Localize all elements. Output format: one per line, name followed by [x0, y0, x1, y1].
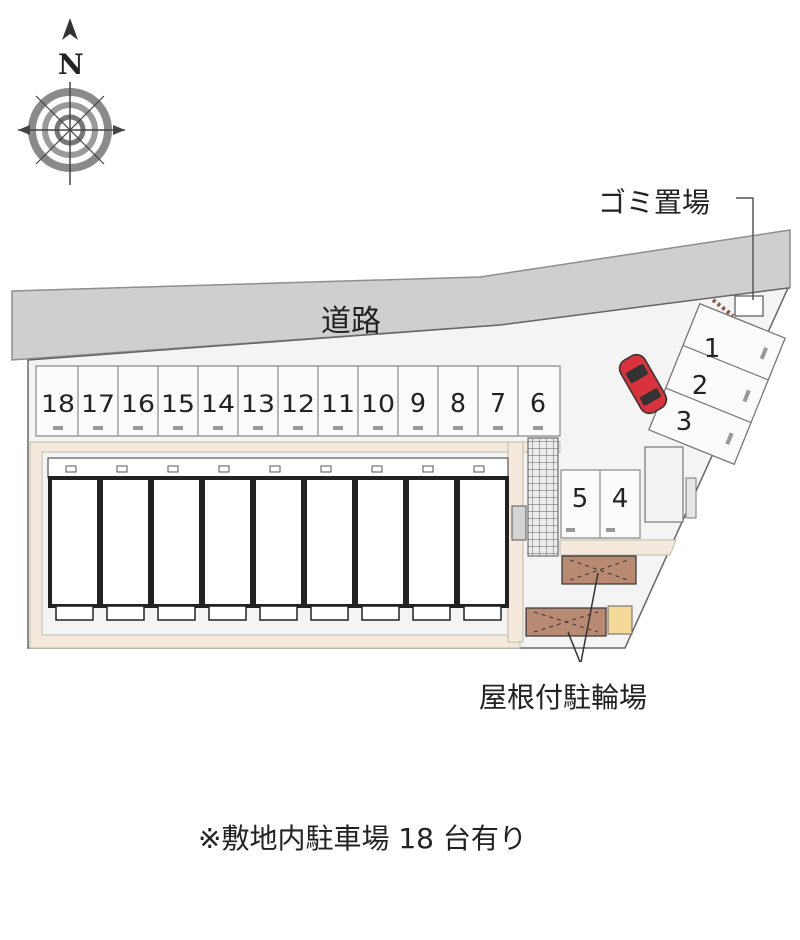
parking-space-12: 12 — [281, 390, 315, 418]
wheel-stop — [453, 426, 463, 430]
wheel-stop — [213, 426, 223, 430]
wheel-stop — [293, 426, 303, 430]
compass-north-label: N — [58, 48, 84, 81]
compass-rose-icon — [18, 18, 125, 185]
parking-space-15: 15 — [161, 390, 195, 418]
parking-angled — [648, 302, 786, 466]
building-unit — [354, 465, 407, 621]
parking-space-7: 7 — [490, 389, 506, 419]
bicycle-shelter-label: 屋根付駐輪場 — [479, 681, 648, 714]
parking-row-north — [35, 365, 561, 437]
wheel-stop — [373, 426, 383, 430]
wheel-stop — [53, 426, 63, 430]
building-unit — [252, 465, 305, 621]
parking-space-1: 1 — [704, 334, 721, 364]
wheel-stop — [533, 426, 543, 430]
wheel-stop — [173, 426, 183, 430]
bicycle-shelter — [525, 555, 637, 663]
parking-space-17: 17 — [81, 390, 115, 418]
utility-box — [685, 477, 697, 519]
building-unit — [405, 465, 458, 621]
parking-space-2: 2 — [692, 371, 709, 401]
wheel-stop — [93, 426, 103, 430]
parking-space-8: 8 — [450, 389, 466, 419]
parking-space-13: 13 — [241, 390, 275, 418]
storage-shed — [644, 446, 684, 523]
parking-space-18: 18 — [41, 390, 75, 418]
garbage-area — [711, 197, 764, 318]
wheel-stop — [133, 426, 143, 430]
wheel-stop — [493, 426, 503, 430]
parking-space-5: 5 — [572, 484, 589, 514]
parking-space-14: 14 — [201, 390, 235, 418]
parking-space-6: 6 — [530, 389, 546, 419]
building-unit — [456, 465, 509, 621]
car-icon — [618, 353, 668, 415]
building-unit — [303, 465, 356, 621]
garbage-label: ゴミ置場 — [598, 186, 711, 219]
wheel-stop — [333, 426, 343, 430]
parking-pair-east — [560, 469, 641, 539]
walkway — [29, 441, 677, 649]
building-unit — [48, 465, 101, 621]
parking-space-10: 10 — [361, 390, 395, 418]
parking-count-footnote: ※敷地内駐車場 18 台有り — [198, 822, 527, 855]
building-unit — [201, 465, 254, 621]
parking-space-16: 16 — [121, 390, 155, 418]
apartment-building — [47, 457, 509, 621]
stair-grating — [527, 437, 559, 557]
parking-space-4: 4 — [612, 484, 629, 514]
wheel-stop — [413, 426, 423, 430]
wheel-stop — [253, 426, 263, 430]
road — [11, 229, 791, 361]
parking-space-11: 11 — [321, 390, 355, 418]
road-label: 道路 — [321, 304, 381, 339]
building-unit — [99, 465, 152, 621]
building-unit — [150, 465, 203, 621]
parking-space-9: 9 — [410, 389, 426, 419]
parking-space-3: 3 — [676, 407, 693, 437]
